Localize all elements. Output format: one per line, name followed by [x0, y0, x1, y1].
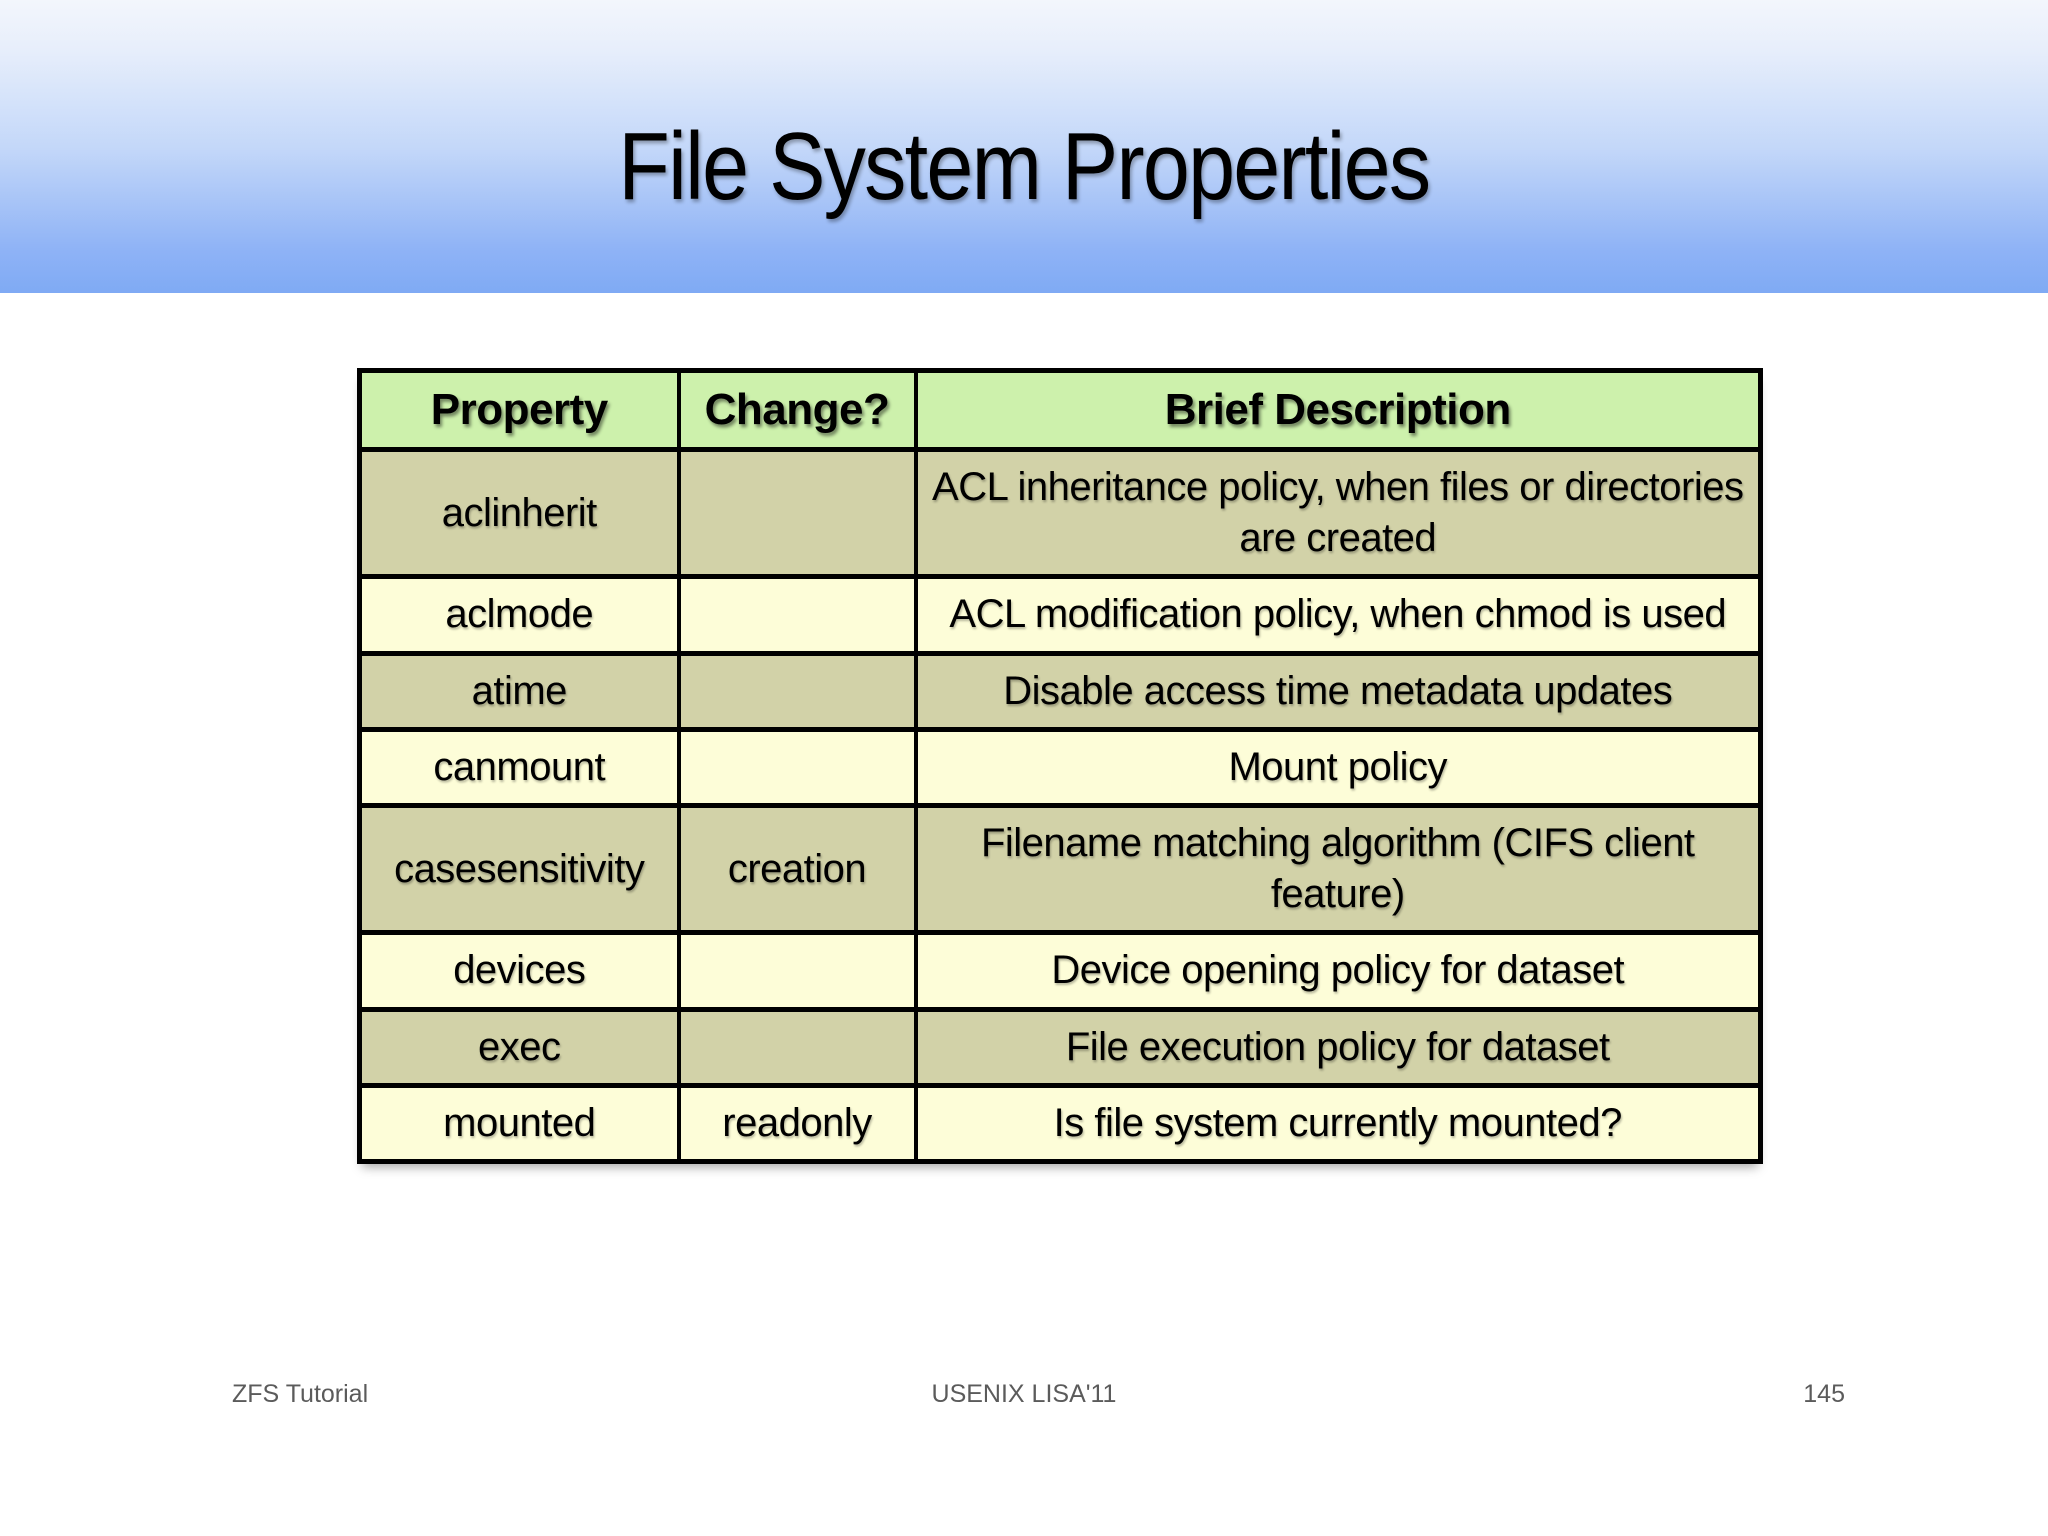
property-cell: aclmode — [357, 574, 681, 656]
change-cell — [676, 574, 918, 656]
change-cell — [676, 446, 918, 580]
table-row: aclinherit ACL inheritance policy, when … — [357, 446, 1763, 580]
description-cell: ACL modification policy, when chmod is u… — [913, 574, 1763, 656]
property-cell: mounted — [357, 1082, 681, 1164]
footer-page-number: 145 — [1803, 1380, 1845, 1408]
description-cell: ACL inheritance policy, when files or di… — [913, 446, 1763, 580]
property-cell: casesensitivity — [357, 802, 681, 936]
table-header-row: Property Change? Brief Description — [357, 368, 1763, 452]
property-cell: exec — [357, 1006, 681, 1088]
property-cell: atime — [357, 650, 681, 732]
table-row: devices Device opening policy for datase… — [357, 930, 1763, 1012]
change-cell — [676, 650, 918, 732]
table-row: mounted readonly Is file system currentl… — [357, 1082, 1763, 1164]
page-title: File System Properties — [618, 112, 1431, 220]
file-system-properties-table: Property Change? Brief Description aclin… — [357, 368, 1763, 1164]
property-cell: canmount — [357, 726, 681, 808]
description-cell: Device opening policy for dataset — [913, 930, 1763, 1012]
title-banner: File System Properties — [0, 0, 2048, 293]
col-header-change: Change? — [676, 368, 918, 452]
description-cell: Disable access time metadata updates — [913, 650, 1763, 732]
description-cell: Is file system currently mounted? — [913, 1082, 1763, 1164]
footer-tutorial-label: ZFS Tutorial — [232, 1380, 369, 1408]
col-header-property: Property — [357, 368, 681, 452]
slide-footer: ZFS Tutorial USENIX LISA'11 145 — [0, 1380, 2048, 1414]
table-row: casesensitivity creation Filename matchi… — [357, 802, 1763, 936]
property-cell: devices — [357, 930, 681, 1012]
table-row: exec File execution policy for dataset — [357, 1006, 1763, 1088]
description-cell: File execution policy for dataset — [913, 1006, 1763, 1088]
change-cell — [676, 1006, 918, 1088]
table-row: aclmode ACL modification policy, when ch… — [357, 574, 1763, 656]
footer-conference-label: USENIX LISA'11 — [931, 1380, 1117, 1408]
col-header-description: Brief Description — [913, 368, 1763, 452]
description-cell: Mount policy — [913, 726, 1763, 808]
change-cell — [676, 930, 918, 1012]
change-cell: readonly — [676, 1082, 918, 1164]
property-cell: aclinherit — [357, 446, 681, 580]
change-cell: creation — [676, 802, 918, 936]
table-row: atime Disable access time metadata updat… — [357, 650, 1763, 732]
table-row: canmount Mount policy — [357, 726, 1763, 808]
description-cell: Filename matching algorithm (CIFS client… — [913, 802, 1763, 936]
change-cell — [676, 726, 918, 808]
